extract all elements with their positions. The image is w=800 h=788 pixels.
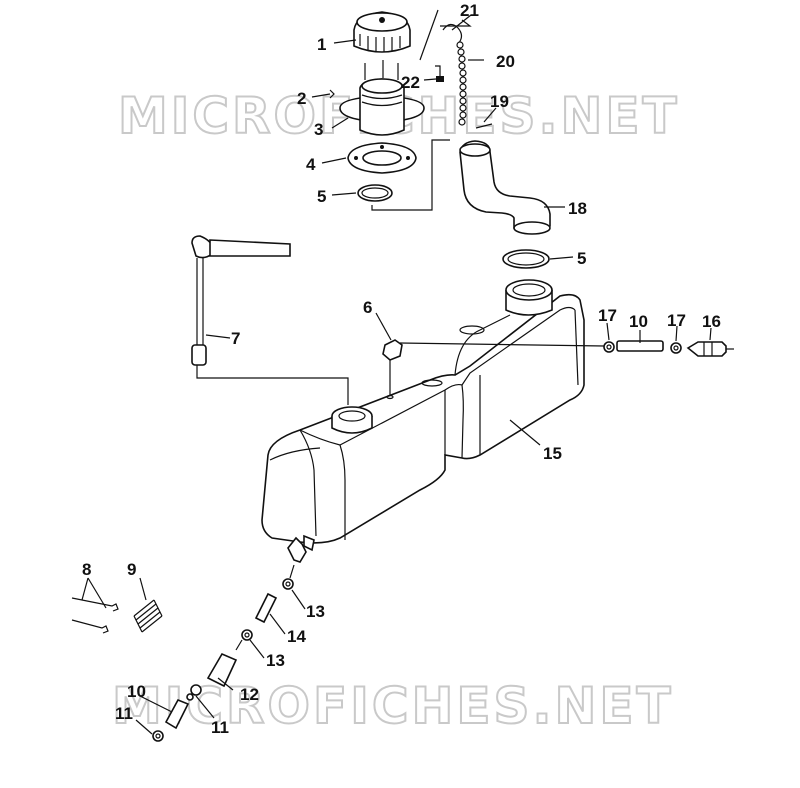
callout-5-top: 5: [317, 187, 326, 206]
gasket: [347, 142, 417, 174]
callout-13-lower: 13: [266, 651, 285, 670]
callout-3: 3: [314, 120, 323, 139]
callout-17-left: 17: [598, 306, 617, 325]
filler-hose: [459, 140, 551, 235]
filler-neck: [329, 63, 425, 136]
callout-16: 16: [702, 312, 721, 331]
fuel-line-parts: [152, 564, 295, 742]
cable-ties: [71, 597, 119, 634]
callout-22: 22: [401, 73, 420, 92]
callout-labels: 1 2 3 4 5 21 20 22 19 18 5 6 7 17 10 17 …: [82, 1, 721, 737]
fuel-sender: [191, 235, 349, 405]
callout-17-right: 17: [667, 311, 686, 330]
callout-10-right: 10: [629, 312, 648, 331]
callout-2: 2: [297, 89, 306, 108]
callout-18: 18: [568, 199, 587, 218]
clamp-right: [502, 249, 550, 269]
fuel-cap: [353, 11, 411, 53]
callout-19: 19: [490, 92, 509, 111]
callout-4: 4: [306, 155, 316, 174]
callout-20: 20: [496, 52, 515, 71]
spring: [133, 599, 163, 633]
clamp-top: [357, 184, 393, 202]
callout-6: 6: [363, 298, 372, 317]
callout-21: 21: [460, 1, 479, 20]
callout-11-left: 11: [115, 704, 133, 723]
callout-15: 15: [543, 444, 562, 463]
callout-11-lower: 11: [211, 718, 229, 737]
callout-1: 1: [317, 35, 326, 54]
callout-12: 12: [240, 685, 259, 704]
callout-13-upper: 13: [306, 602, 325, 621]
callout-7: 7: [231, 329, 240, 348]
callout-8: 8: [82, 560, 91, 579]
callout-10-left: 10: [127, 682, 146, 701]
fuel-tank: [261, 279, 585, 563]
callout-14: 14: [287, 627, 306, 646]
tether-chain: [435, 19, 493, 129]
callout-9: 9: [127, 560, 136, 579]
leader-lines: [81, 14, 712, 735]
callout-5-right: 5: [577, 249, 586, 268]
